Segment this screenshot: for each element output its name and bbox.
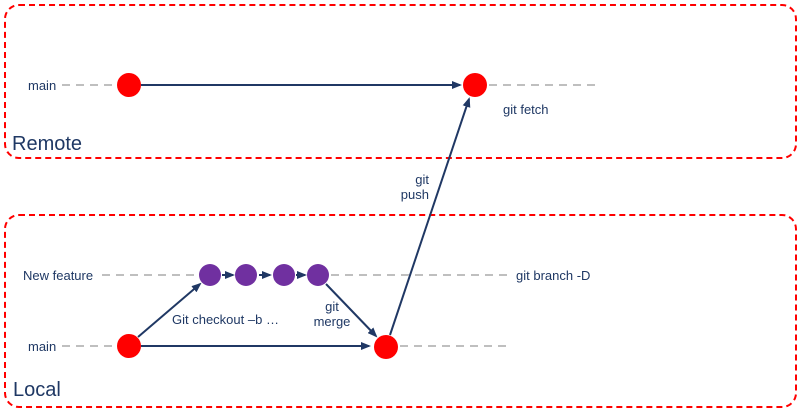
remote-main-commit-1 — [117, 73, 141, 97]
remote-box — [4, 4, 797, 159]
remote-main-commit-2 — [463, 73, 487, 97]
local-main-commit-1 — [117, 334, 141, 358]
local-main-commit-2 — [374, 335, 398, 359]
git-merge-arrow — [325, 283, 378, 338]
git-branch-delete-label: git branch -D — [516, 268, 591, 283]
feature-commit-3 — [273, 264, 295, 286]
git-checkout-label: Git checkout –b … — [172, 312, 279, 327]
feature-commit-1 — [199, 264, 221, 286]
remote-box-title: Remote — [12, 133, 83, 155]
local-main-branch-label: main — [28, 339, 57, 354]
git-merge-label: git merge — [313, 299, 351, 329]
git-checkout-arrow — [137, 282, 202, 338]
remote-main-branch-label: main — [28, 78, 57, 93]
local-box-title: Local — [13, 379, 61, 401]
git-fetch-label: git fetch — [503, 102, 549, 117]
git-push-arrow — [389, 97, 471, 336]
git-push-label: git push — [400, 172, 429, 202]
local-box — [4, 214, 797, 408]
feature-commit-2 — [235, 264, 257, 286]
feature-branch-label: New feature — [23, 268, 94, 283]
feature-commit-4 — [307, 264, 329, 286]
